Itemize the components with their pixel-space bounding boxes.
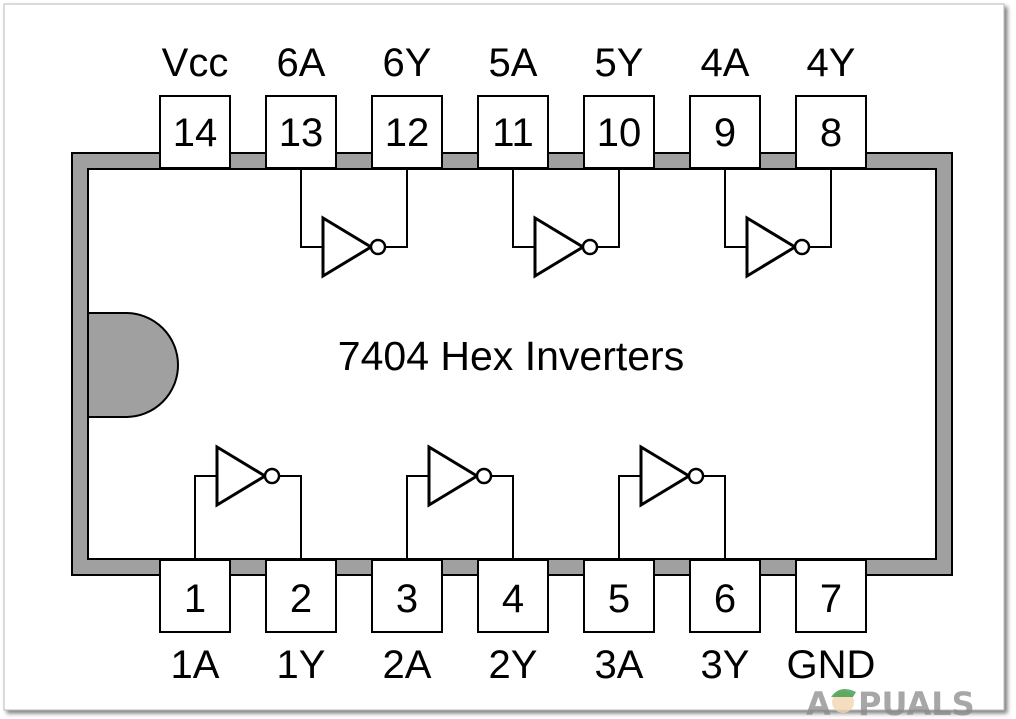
pin-number: 13 (279, 111, 324, 155)
pin-number: 6 (714, 577, 736, 621)
pin-number: 12 (385, 111, 430, 155)
output-wire (703, 475, 726, 559)
pin-number: 10 (597, 111, 642, 155)
pin-box (689, 95, 761, 169)
pin-bottom-3: 3 2A (371, 559, 443, 687)
pin-box (265, 95, 337, 169)
pin-box (583, 95, 655, 169)
pin-top-12: 12 6Y (371, 41, 443, 169)
input-wire (618, 475, 641, 559)
inverter-bubble-icon (793, 238, 811, 256)
output-wire (491, 475, 514, 559)
pin-label: 5A (489, 41, 538, 85)
inverter-bubble-icon (687, 467, 705, 485)
pin-top-10: 10 5Y (583, 41, 655, 169)
pin-label: 5Y (595, 41, 644, 85)
pin-box (477, 95, 549, 169)
pin-bottom-2: 2 1Y (265, 559, 337, 687)
pin-bottom-1: 1 1A (159, 559, 231, 687)
pin-label: 1Y (277, 643, 326, 687)
pin-label: GND (787, 643, 876, 687)
pin-top-14: 14 Vcc (159, 41, 231, 169)
output-wire (279, 475, 302, 559)
input-wire (406, 475, 429, 559)
inverter-gate (724, 169, 832, 279)
pin-label: 3Y (701, 643, 750, 687)
inverter-triangle-icon (427, 444, 480, 508)
pin-label: 4A (701, 41, 750, 85)
pin-label: Vcc (162, 41, 229, 85)
pin-number: 9 (714, 111, 736, 155)
pin-box (371, 95, 443, 169)
pin-top-13: 13 6A (265, 41, 337, 169)
pin-box (265, 559, 337, 633)
inverter-triangle-icon (215, 444, 268, 508)
pin-label: 1A (171, 643, 220, 687)
inverter-gate (194, 444, 302, 559)
pin-number: 4 (502, 577, 524, 621)
pin-box (795, 559, 867, 633)
chip-title: 7404 Hex Inverters (338, 333, 684, 379)
inverter-gate (512, 169, 620, 279)
pin-label: 6Y (383, 41, 432, 85)
input-wire (512, 169, 535, 248)
watermark-puals: PUALS (858, 685, 975, 719)
inverter-gate (406, 444, 514, 559)
watermark-a: A (806, 685, 831, 719)
pin-label: 2Y (489, 643, 538, 687)
pin-box (159, 559, 231, 633)
chip-notch (87, 312, 179, 418)
inverter-bubble-icon (475, 467, 493, 485)
input-wire (724, 169, 747, 248)
pin-box (477, 559, 549, 633)
pin-bottom-4: 4 2Y (477, 559, 549, 687)
inverter-triangle-icon (533, 215, 586, 279)
inverter-bubble-icon (581, 238, 599, 256)
output-wire (809, 169, 832, 248)
pin-bottom-6: 6 3Y (689, 559, 761, 687)
pin-number: 8 (820, 111, 842, 155)
input-wire (194, 475, 217, 559)
pin-box (795, 95, 867, 169)
inverter-gates (194, 169, 832, 559)
inverter-triangle-icon (639, 444, 692, 508)
pin-number: 11 (492, 111, 534, 155)
pin-number: 3 (396, 577, 418, 621)
pin-top-9: 9 4A (689, 41, 761, 169)
pin-label: 4Y (807, 41, 856, 85)
pin-top-11: 11 5A (477, 41, 549, 169)
pin-box (689, 559, 761, 633)
pin-box (159, 95, 231, 169)
pin-number: 7 (820, 577, 842, 621)
pin-number: 2 (290, 577, 312, 621)
inverter-gate (300, 169, 408, 279)
pin-number: 5 (608, 577, 630, 621)
input-wire (300, 169, 323, 248)
pin-label: 6A (277, 41, 326, 85)
pin-top-8: 8 4Y (795, 41, 867, 169)
output-wire (597, 169, 620, 248)
pin-label: 2A (383, 643, 432, 687)
pin-box (583, 559, 655, 633)
pin-number: 1 (184, 577, 206, 621)
appuals-watermark: A PUALS (806, 685, 975, 719)
pin-label: 3A (595, 643, 644, 687)
inverter-gate (618, 444, 726, 559)
inverter-bubble-icon (263, 467, 281, 485)
pin-number: 14 (173, 111, 218, 155)
inverter-triangle-icon (321, 215, 374, 279)
pin-box (371, 559, 443, 633)
inverter-triangle-icon (745, 215, 798, 279)
inverter-bubble-icon (369, 238, 387, 256)
pin-bottom-5: 5 3A (583, 559, 655, 687)
output-wire (385, 169, 408, 248)
mascot-hat-icon (831, 688, 856, 697)
